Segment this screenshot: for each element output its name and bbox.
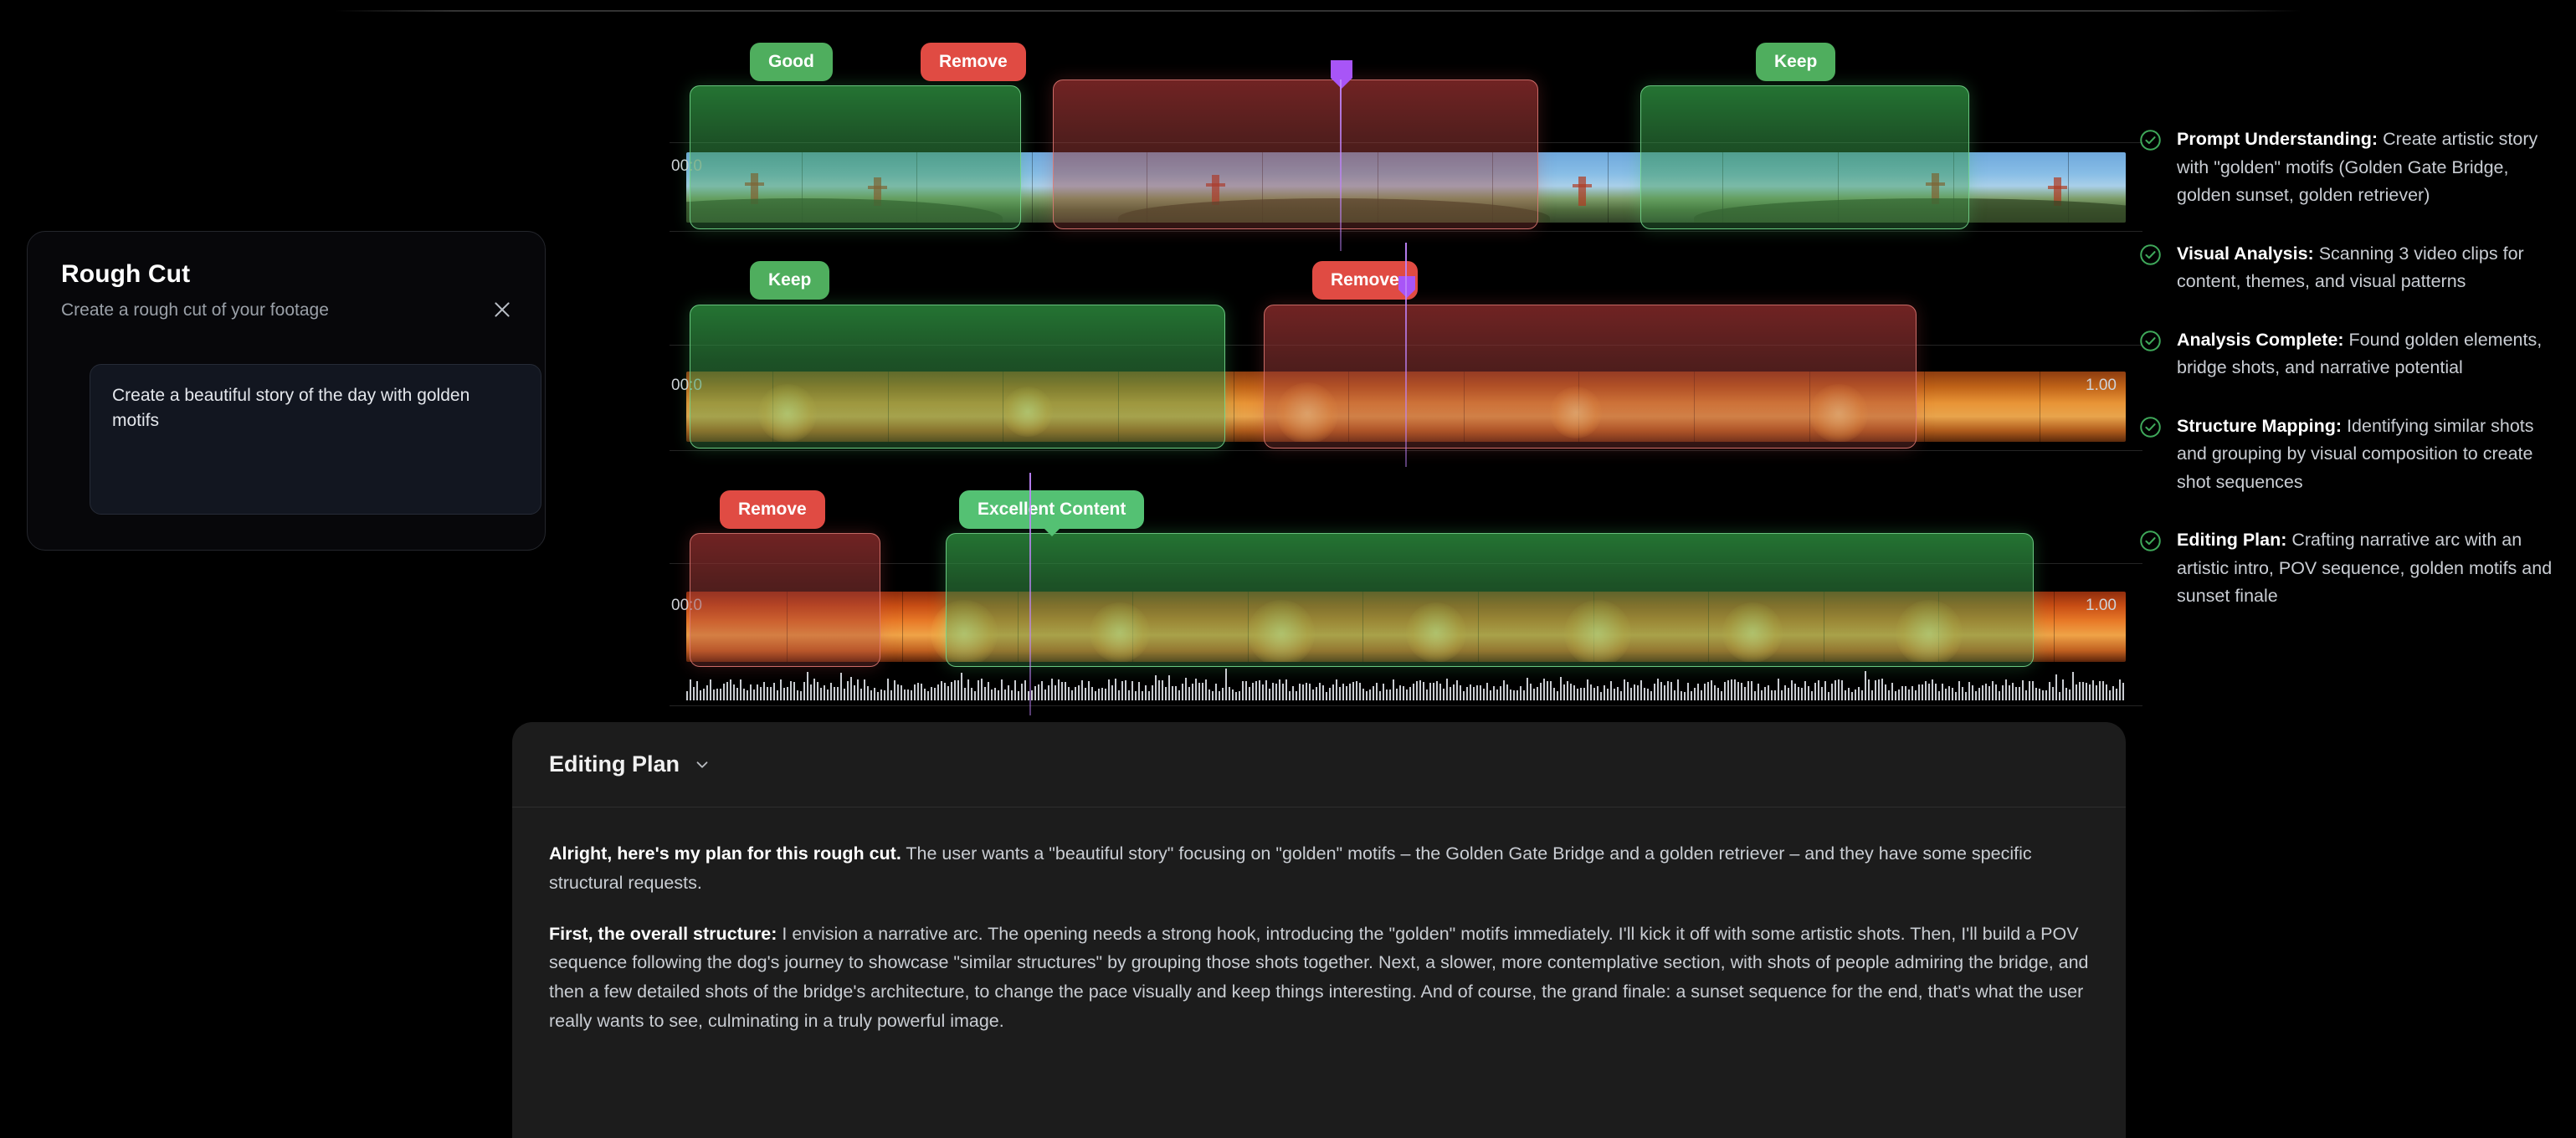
badge-label: Keep [768, 270, 812, 290]
close-icon[interactable] [490, 297, 515, 322]
track-bridge: 00:0 Good Remove Keep [670, 43, 2142, 251]
checklist-text: Visual Analysis: Scanning 3 video clips … [2177, 240, 2566, 296]
chevron-down-icon[interactable] [693, 756, 711, 774]
checklist-item: Prompt Understanding: Create artistic st… [2139, 126, 2566, 210]
timecode-right-track-golden: 1.00 [2086, 597, 2117, 614]
clip-overlay-remove-3[interactable] [690, 533, 880, 667]
clip-overlay-remove[interactable] [1053, 79, 1538, 229]
badge-excellent-content[interactable]: Excellent Content [959, 490, 1145, 536]
top-divider [335, 10, 2301, 12]
editing-plan-title: Editing Plan [549, 751, 680, 777]
checklist-text: Analysis Complete: Found golden elements… [2177, 326, 2566, 382]
checklist-lead: Visual Analysis: [2177, 243, 2314, 264]
badge-keep-1[interactable]: Keep [1756, 43, 1836, 81]
paragraph-body: The user wants a "beautiful story" focus… [549, 843, 2032, 893]
progress-checklist: Prompt Understanding: Create artistic st… [2139, 126, 2566, 641]
editing-plan-paragraph: First, the overall structure: I envision… [549, 920, 2089, 1036]
clip-overlay-excellent[interactable] [946, 533, 2034, 667]
paragraph-body: I envision a narrative arc. The opening … [549, 923, 2089, 1032]
checklist-body: Identifying similar shots and grouping b… [2177, 415, 2534, 492]
checklist-body: Found golden elements, bridge shots, and… [2177, 329, 2543, 378]
badge-label: Remove [939, 52, 1008, 71]
checklist-lead: Prompt Understanding: [2177, 129, 2378, 149]
check-circle-icon [2139, 129, 2162, 151]
timeline: 00:0 Good Remove Keep [670, 43, 2142, 720]
checklist-body: Crafting narrative arc with an artistic … [2177, 530, 2553, 607]
badge-label: Remove [738, 500, 807, 519]
checklist-text: Editing Plan: Crafting narrative arc wit… [2177, 526, 2566, 611]
badge-remove-3[interactable]: Remove [720, 490, 825, 529]
editing-plan-body: Alright, here's my plan for this rough c… [512, 807, 2126, 1036]
badge-label: Good [768, 52, 814, 71]
checklist-item: Structure Mapping: Identifying similar s… [2139, 413, 2566, 497]
check-circle-icon [2139, 243, 2162, 266]
badge-label: Keep [1774, 52, 1818, 71]
badge-good[interactable]: Good [750, 43, 833, 81]
track-golden: 00:0 1.00 Remove Excellent Content [670, 473, 2142, 715]
badge-keep-2[interactable]: Keep [750, 261, 830, 300]
checklist-item: Editing Plan: Crafting narrative arc wit… [2139, 526, 2566, 611]
editing-plan-header[interactable]: Editing Plan [512, 722, 2126, 807]
checklist-text: Prompt Understanding: Create artistic st… [2177, 126, 2566, 210]
badge-label: Remove [1331, 270, 1399, 290]
clip-overlay-remove-2[interactable] [1264, 305, 1917, 449]
clip-overlay-keep-2[interactable] [690, 305, 1225, 449]
editing-plan-paragraph: Alright, here's my plan for this rough c… [549, 839, 2089, 898]
clip-overlay-keep[interactable] [1640, 85, 1969, 229]
timecode-right-track-sunset: 1.00 [2086, 377, 2117, 394]
check-circle-icon [2139, 330, 2162, 352]
playhead-line-2 [1405, 243, 1407, 467]
badge-remove-1[interactable]: Remove [921, 43, 1026, 81]
badge-label: Excellent Content [978, 500, 1126, 519]
checklist-lead: Structure Mapping: [2177, 415, 2343, 436]
badge-remove-2[interactable]: Remove [1312, 261, 1418, 300]
rough-cut-title: Rough Cut [61, 260, 191, 288]
checklist-body: Scanning 3 video clips for content, them… [2177, 243, 2524, 292]
checklist-lead: Analysis Complete: [2177, 329, 2344, 350]
playhead-line [1340, 79, 1342, 251]
checklist-lead: Editing Plan: [2177, 530, 2287, 551]
checklist-item: Visual Analysis: Scanning 3 video clips … [2139, 240, 2566, 296]
check-circle-icon [2139, 530, 2162, 552]
badge-tail [1044, 529, 1060, 536]
paragraph-lead: Alright, here's my plan for this rough c… [549, 843, 901, 864]
checklist-text: Structure Mapping: Identifying similar s… [2177, 413, 2566, 497]
paragraph-lead: First, the overall structure: [549, 923, 777, 944]
clip-overlay-good[interactable] [690, 85, 1021, 229]
playhead-line-3 [1029, 473, 1031, 715]
checklist-body: Create artistic story with "golden" moti… [2177, 129, 2538, 206]
rough-cut-card: Rough Cut Create a rough cut of your foo… [27, 231, 546, 551]
rough-cut-subtitle: Create a rough cut of your footage [61, 300, 329, 320]
check-circle-icon [2139, 416, 2162, 438]
checklist-item: Analysis Complete: Found golden elements… [2139, 326, 2566, 382]
playhead-marker-2[interactable] [1398, 276, 1415, 298]
prompt-text[interactable]: Create a beautiful story of the day with… [90, 364, 541, 515]
audio-waveform [686, 667, 2126, 700]
editing-plan-panel: Editing Plan Alright, here's my plan for… [512, 722, 2126, 1138]
track-sunset: 00:0 1.00 Keep Remove [670, 243, 2142, 467]
